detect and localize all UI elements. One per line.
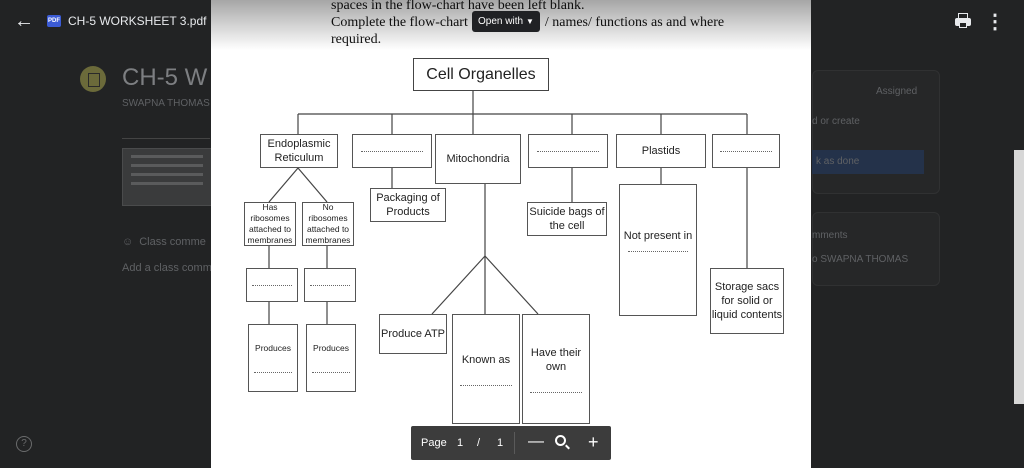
organelle-plastids-box: Plastids [616, 134, 706, 168]
add-private-comment-link[interactable]: o SWAPNA THOMAS [812, 254, 909, 265]
have-own-label: Have their own [530, 346, 582, 373]
instruction-line-3: required. [331, 32, 382, 47]
organelle-blank-b-box[interactable] [528, 134, 608, 168]
packaging-label: Packaging of Products [376, 192, 440, 218]
organelle-er-box: Endoplasmic Reticulum [260, 134, 338, 168]
scrollbar[interactable] [1014, 150, 1024, 404]
print-icon[interactable] [954, 12, 972, 30]
flowchart-connectors [268, 91, 748, 324]
attachment-thumbnail[interactable] [122, 148, 212, 206]
produces-label: Produces [313, 343, 349, 353]
assignment-author: SWAPNA THOMAS [122, 98, 210, 109]
blank-line [719, 150, 773, 152]
no-ribosomes-box: No ribosomes attached to membranes [302, 202, 354, 246]
assignment-title: CH-5 W [122, 64, 208, 91]
viewer-header: ← PDF CH-5 WORKSHEET 3.pdf ⋮ [0, 0, 1024, 44]
pdf-page: spaces in the flow-chart have been left … [211, 0, 811, 468]
produce-atp-box: Produce ATP [379, 314, 447, 354]
blank-answer-box[interactable] [304, 268, 356, 302]
blank-line [536, 150, 600, 152]
more-options-icon[interactable]: ⋮ [985, 11, 1005, 33]
current-page-input[interactable]: 1 [457, 437, 464, 449]
blank-line [459, 384, 513, 386]
blank-line [310, 284, 350, 286]
add-or-create-button[interactable]: d or create [812, 116, 860, 127]
toolbar-divider [514, 432, 515, 454]
blank-answer-box[interactable] [246, 268, 298, 302]
suicide-bags-box: Suicide bags of the cell [527, 202, 607, 236]
file-name: CH-5 WORKSHEET 3.pdf [68, 14, 207, 28]
not-present-label: Not present in [623, 230, 693, 242]
chart-title-box: Cell Organelles [413, 58, 549, 91]
assignment-icon [80, 66, 106, 92]
have-own-box: Have their own [522, 314, 590, 424]
storage-sacs-box: Storage sacs for solid or liquid content… [710, 268, 784, 334]
organelle-plastids-label: Plastids [641, 145, 681, 157]
organelle-mito-box: Mitochondria [435, 134, 521, 184]
instruction-line-2: Complete the flow-chart / names/ functio… [331, 15, 725, 30]
produces-box: Produces [306, 324, 356, 392]
packaging-box: Packaging of Products [370, 188, 446, 222]
blank-line [252, 284, 292, 286]
organelle-mito-label: Mitochondria [446, 153, 510, 165]
add-class-comment-link[interactable]: Add a class comm [122, 262, 212, 274]
divider [122, 138, 210, 139]
open-with-button[interactable]: Open with▼ [472, 11, 540, 32]
mark-as-done-button[interactable]: k as done [812, 150, 924, 174]
known-as-label: Known as [461, 353, 511, 366]
page-toolbar: Page 1 / 1 — + [411, 426, 611, 460]
suicide-bags-label: Suicide bags of the cell [529, 206, 605, 232]
instruction-line-1: spaces in the flow-chart have been left … [331, 0, 585, 13]
produces-box: Produces [248, 324, 298, 392]
total-pages: 1 [497, 437, 504, 449]
not-present-box: Not present in [619, 184, 697, 316]
back-arrow-icon[interactable]: ← [14, 10, 34, 32]
organelle-blank-c-box[interactable] [712, 134, 780, 168]
instructions: spaces in the flow-chart have been left … [331, 0, 724, 48]
help-icon[interactable]: ? [16, 436, 32, 452]
assigned-status: Assigned [876, 86, 918, 97]
open-with-label: Open with [478, 16, 524, 27]
known-as-box: Known as [452, 314, 520, 424]
page-label: Page [421, 437, 447, 449]
caret-down-icon: ▼ [526, 17, 534, 26]
has-ribosomes-label: Has ribosomes attached to membranes [247, 202, 293, 245]
blank-line [529, 391, 583, 393]
private-comments-label: mments [812, 230, 848, 241]
blank-line [360, 150, 424, 152]
zoom-icon[interactable] [555, 435, 566, 446]
pdf-file-icon: PDF [47, 15, 61, 27]
page-separator: / [477, 437, 481, 449]
produce-atp-label: Produce ATP [381, 328, 445, 340]
organelle-er-label: Endoplasmic Reticulum [267, 138, 331, 164]
blank-line [627, 251, 689, 252]
zoom-out-button[interactable]: — [528, 433, 544, 450]
chart-title: Cell Organelles [426, 65, 536, 83]
blank-line [311, 372, 351, 373]
zoom-in-button[interactable]: + [588, 432, 599, 452]
organelle-blank-a-box[interactable] [352, 134, 432, 168]
no-ribosomes-label: No ribosomes attached to membranes [305, 202, 351, 245]
private-comments-card [812, 212, 940, 286]
flowchart: Cell Organelles Endoplasmic Reticulum Mi… [244, 52, 785, 424]
has-ribosomes-box: Has ribosomes attached to membranes [244, 202, 296, 246]
blank-line [253, 372, 293, 373]
produces-label: Produces [255, 343, 291, 353]
storage-sacs-label: Storage sacs for solid or liquid content… [711, 281, 783, 321]
class-comments-label: Class comme [122, 236, 206, 248]
